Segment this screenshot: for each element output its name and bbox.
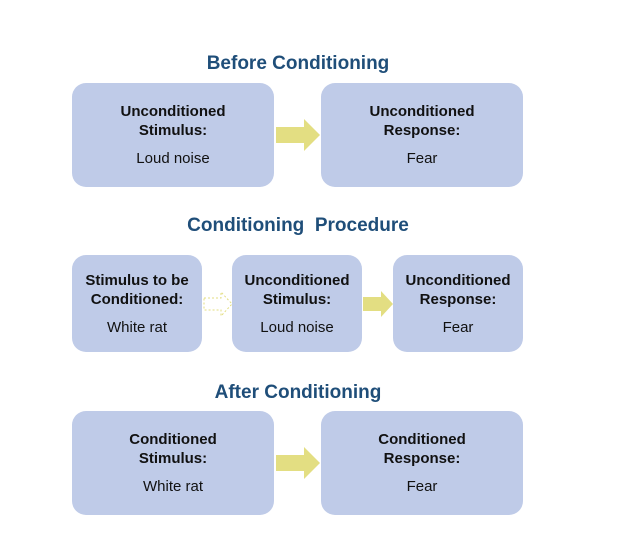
procedure-unconditioned-stimulus-box: Unconditioned Stimulus: Loud noise bbox=[232, 255, 362, 352]
box-value: White rat bbox=[106, 318, 167, 336]
box-value: Fear bbox=[406, 478, 438, 495]
procedure-stimulus-to-be-conditioned-box: Stimulus to be Conditioned: White rat bbox=[72, 255, 202, 352]
before-conditioning-title: Before Conditioning bbox=[206, 53, 390, 74]
box-label: Stimulus to be Conditioned: bbox=[85, 271, 189, 308]
box-label: Unconditioned Response: bbox=[369, 103, 475, 139]
before-unconditioned-response-box: Unconditioned Response: Fear bbox=[321, 83, 523, 187]
box-label: Unconditioned Stimulus: bbox=[120, 103, 226, 139]
box-value: Loud noise bbox=[260, 318, 334, 336]
box-label: Conditioned Stimulus: bbox=[129, 431, 217, 467]
box-value: Fear bbox=[406, 150, 438, 167]
box-label: Unconditioned Stimulus: bbox=[244, 271, 350, 308]
before-unconditioned-stimulus-box: Unconditioned Stimulus: Loud noise bbox=[72, 83, 274, 187]
box-value: Fear bbox=[442, 318, 474, 336]
solid-arrow-icon bbox=[363, 291, 393, 317]
after-conditioned-response-box: Conditioned Response: Fear bbox=[321, 411, 523, 515]
box-value: Loud noise bbox=[136, 150, 210, 167]
conditioning-procedure-title: Conditioning Procedure bbox=[187, 215, 409, 236]
after-conditioned-stimulus-box: Conditioned Stimulus: White rat bbox=[72, 411, 274, 515]
dashed-arrow-icon bbox=[203, 291, 233, 317]
box-value: White rat bbox=[142, 478, 203, 495]
solid-arrow-icon bbox=[276, 447, 320, 479]
procedure-unconditioned-response-box: Unconditioned Response: Fear bbox=[393, 255, 523, 352]
box-label: Unconditioned Response: bbox=[405, 271, 511, 308]
after-conditioning-title: After Conditioning bbox=[214, 382, 382, 403]
solid-arrow-icon bbox=[276, 119, 320, 151]
box-label: Conditioned Response: bbox=[378, 431, 466, 467]
